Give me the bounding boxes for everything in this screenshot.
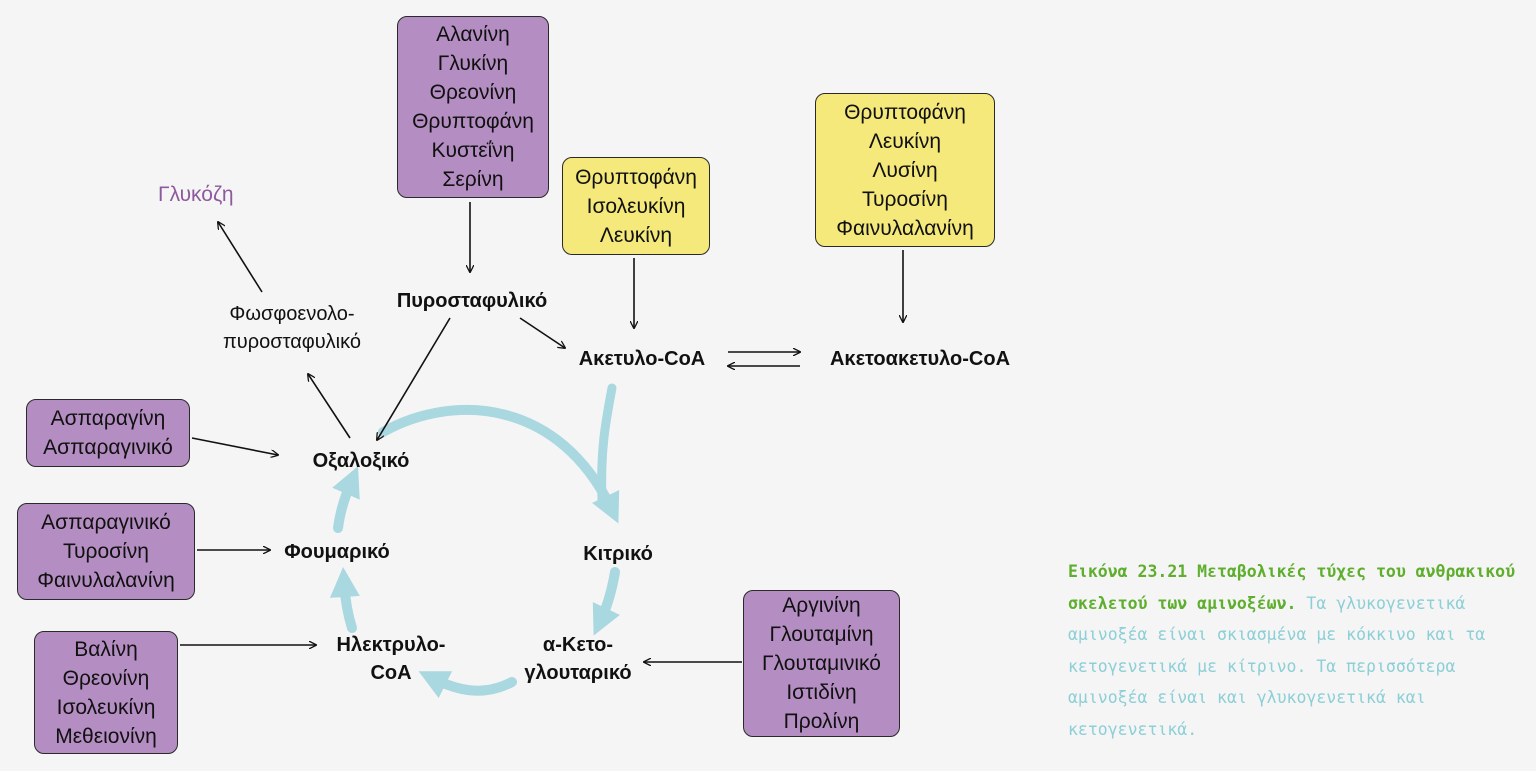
succinyl-label-line2: CoA	[370, 662, 412, 684]
amino-acid: Λευκίνη	[868, 129, 942, 153]
caption-title: Εικόνα 23.21 Μεταβολικές τύχες του ανθρα…	[1068, 562, 1516, 613]
amino-acid: Μεθειονίνη	[55, 724, 157, 748]
pyruvate-sources-box: Αλανίνη Γλυκίνη Θρεονίνη Θρυπτοφάνη Κυστ…	[397, 16, 549, 198]
citrate-node: Κιτρικό	[583, 543, 653, 565]
fumarate-sources-box: Ασπαραγινικό Τυροσίνη Φαινυλαλανίνη	[17, 503, 195, 600]
amino-acid: Φαινυλαλανίνη	[37, 569, 175, 592]
pep-label-line1: Φωσφοενολο-	[229, 303, 355, 325]
acetoacetyl-coa-node: Ακετοακετυλο-CoA	[829, 348, 1011, 370]
ketoglutarate-label-line1: α-Κετο-	[542, 634, 614, 656]
caption-body: Τα γλυκογενετικά αμινοξέα είναι σκιασμέν…	[1068, 593, 1486, 739]
ketoglutarate-label-line2: γλουταρικό	[524, 662, 632, 684]
oxaloacetate-node: Οξαλοξικό	[312, 450, 410, 472]
amino-acid: Θρεονίνη	[429, 81, 517, 104]
amino-acid: Σερίνη	[442, 168, 504, 191]
ketoglutarate-node: α-Κετο- γλουταρικό	[508, 631, 648, 687]
figure-caption: Εικόνα 23.21 Μεταβολικές τύχες του ανθρα…	[1068, 556, 1528, 745]
amino-acid: Κυστεΐνη	[431, 139, 515, 162]
amino-acid: Φαινυλαλανίνη	[836, 216, 974, 240]
pathway-arrows	[180, 202, 903, 662]
acetyl-coa-node: Ακετυλο-CoA	[578, 348, 706, 370]
arrow-pyruvate-to-acetyl	[519, 317, 565, 348]
amino-acid: Ασπαραγινικό	[43, 436, 173, 459]
amino-acid: Βαλίνη	[74, 637, 138, 661]
acetoacetyl-sources-box: Θρυπτοφάνη Λευκίνη Λυσίνη Τυροσίνη Φαινυ…	[815, 93, 995, 247]
amino-acid: Τυροσίνη	[862, 187, 948, 211]
cycle-arc-oxaloacetate-to-citrate	[378, 405, 620, 524]
glucose-label: Γλυκόζη	[158, 183, 234, 206]
arrow-pyruvate-to-oxaloacetate	[377, 317, 451, 440]
pep-label-line2: πυροσταφυλικό	[223, 331, 361, 353]
amino-acid: Θρυπτοφάνη	[844, 100, 966, 124]
amino-acid: Τυροσίνη	[63, 540, 149, 563]
acetyl-sources-box: Θρυπτοφάνη Ισολευκίνη Λευκίνη	[562, 157, 710, 255]
succinyl-coa-node: Ηλεκτρυλο- CoA	[318, 631, 464, 687]
amino-acid: Θρεονίνη	[62, 666, 150, 690]
cycle-arc-succinyl-to-fumarate	[329, 567, 360, 633]
arrow-pep-to-glucose	[218, 222, 263, 293]
amino-acid: Ισολευκίνη	[586, 194, 686, 218]
succinyl-sources-box: Βαλίνη Θρεονίνη Ισολευκίνη Μεθειονίνη	[34, 631, 178, 754]
cycle-arc-fumarate-to-oxaloacetate	[332, 466, 360, 533]
amino-acid: Θρυπτοφάνη	[412, 110, 534, 133]
amino-acid: Ιστιδίνη	[786, 681, 857, 704]
cycle-feed-acetyl-coa	[597, 383, 617, 505]
amino-acid: Αργινίνη	[782, 594, 861, 617]
fumarate-node: Φουμαρικό	[284, 541, 390, 563]
amino-acid: Γλουταμίνη	[769, 623, 874, 646]
amino-acid: Λευκίνη	[599, 223, 673, 247]
oxaloacetate-sources-box: Ασπαραγίνη Ασπαραγινικό	[26, 399, 190, 467]
arrow-oxaloacetate-to-pep	[308, 374, 351, 439]
amino-acid: Ισολευκίνη	[56, 695, 156, 719]
amino-acid: Θρυπτοφάνη	[575, 165, 697, 189]
citric-acid-cycle	[329, 383, 620, 699]
pyruvate-node: Πυροσταφυλικό	[396, 290, 548, 312]
arrow-asparagine-box	[191, 437, 278, 455]
succinyl-label-line1: Ηλεκτρυλο-	[336, 634, 446, 656]
cycle-arc-ketoglutarate-to-succinyl	[418, 671, 517, 699]
pep-node: Φωσφοενολο- πυροσταφυλικό	[200, 300, 384, 356]
amino-acid: Ασπαραγινικό	[41, 511, 171, 534]
amino-acid: Αλανίνη	[436, 23, 510, 46]
amino-acid: Προλίνη	[783, 710, 860, 733]
cycle-arc-citrate-to-ketoglutarate	[592, 567, 620, 636]
ketoglutarate-sources-box: Αργινίνη Γλουταμίνη Γλουταμινικό Ιστιδίν…	[743, 590, 900, 737]
amino-acid: Γλυκίνη	[437, 52, 509, 75]
amino-acid: Ασπαραγίνη	[50, 407, 166, 430]
amino-acid: Λυσίνη	[872, 158, 938, 182]
amino-acid: Γλουταμινικό	[762, 652, 881, 675]
